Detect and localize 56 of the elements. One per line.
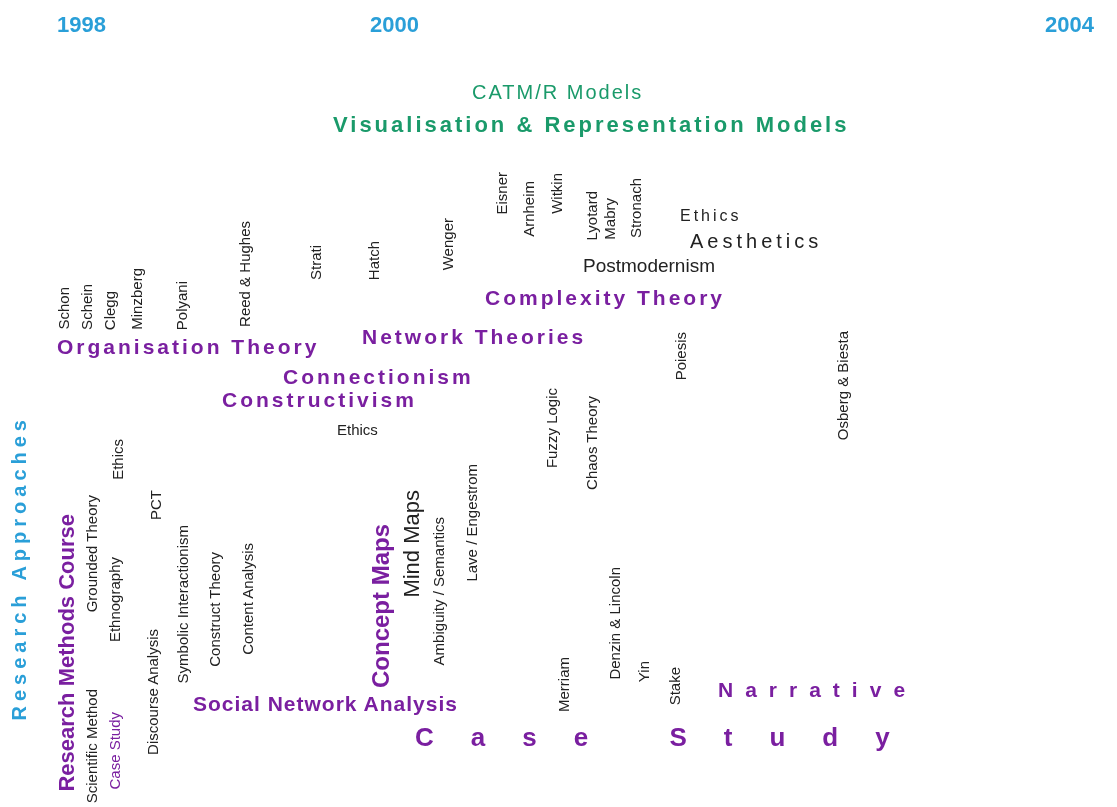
author-name: Osberg & Biesta [835, 330, 852, 440]
author-name: Strati [308, 245, 325, 280]
author-name: Arnheim [521, 181, 538, 237]
topic-label: Lave / Engestrom [464, 464, 481, 582]
author-name: Lyotard [584, 190, 601, 240]
topic-label: Ambiguity / Semantics [431, 516, 448, 665]
topic-label: Poiesis [673, 331, 690, 380]
author-name: Hatch [366, 240, 383, 280]
author-name: Denzin & Lincoln [607, 567, 624, 680]
topic-label: Case Study [107, 712, 124, 790]
theme-label: Organisation Theory [57, 335, 320, 359]
topic-label: Discourse Analysis [145, 629, 162, 755]
theme-label: Research Methods Course [55, 514, 80, 792]
theme-label: Constructivism [222, 388, 417, 412]
topic-label: Scientific Method [84, 688, 101, 803]
author-name: Schein [79, 284, 96, 330]
topic-label: Ethnography [107, 556, 124, 642]
year-label: 2004 [1045, 12, 1094, 38]
author-name: Polyani [174, 280, 191, 330]
author-name: Clegg [102, 290, 119, 330]
theme-label: Connectionism [283, 365, 474, 389]
heading: Visualisation & Representation Models [333, 112, 850, 138]
topic-label: Postmodernism [583, 255, 715, 277]
theme-label: Network Theories [362, 325, 587, 349]
theme-label: Narrative [718, 678, 918, 702]
heading: CATM/R Models [472, 81, 644, 103]
year-label: 1998 [57, 12, 106, 38]
topic-label: Ethics [680, 207, 742, 225]
author-name: Wenger [440, 217, 457, 270]
author-name: Mabry [602, 198, 619, 240]
topic-label: Ethics [110, 439, 127, 480]
topic-label: Chaos Theory [584, 396, 601, 490]
author-name: Eisner [494, 172, 511, 215]
theme-label: Concept Maps [368, 524, 395, 688]
author-name: Stake [667, 666, 684, 705]
theme-label: Complexity Theory [485, 286, 726, 310]
year-label: 2000 [370, 12, 419, 38]
topic-label: Fuzzy Logic [544, 387, 561, 468]
author-name: Schon [56, 287, 73, 330]
author-name: Yin [636, 660, 653, 682]
topic-label: Content Analysis [240, 543, 257, 655]
topic-label: PCT [148, 490, 165, 520]
author-name: Minzberg [129, 268, 146, 330]
axis-title: Research Approaches [8, 414, 30, 720]
topic-label: Grounded Theory [84, 494, 101, 612]
topic-label: Construct Theory [207, 552, 224, 667]
author-name: Stronach [628, 177, 645, 238]
topic-label: Aesthetics [690, 230, 823, 252]
theme-label: Social Network Analysis [193, 692, 458, 716]
theme-label: Case Study [415, 722, 927, 752]
author-name: Merriam [556, 657, 573, 712]
author-name: Reed & Hughes [237, 221, 254, 327]
topic-label: Symbolic Interactionism [175, 524, 192, 683]
author-name: Witkin [549, 173, 566, 214]
topic-label: Mind Maps [400, 490, 425, 598]
topic-label: Ethics [337, 421, 378, 439]
